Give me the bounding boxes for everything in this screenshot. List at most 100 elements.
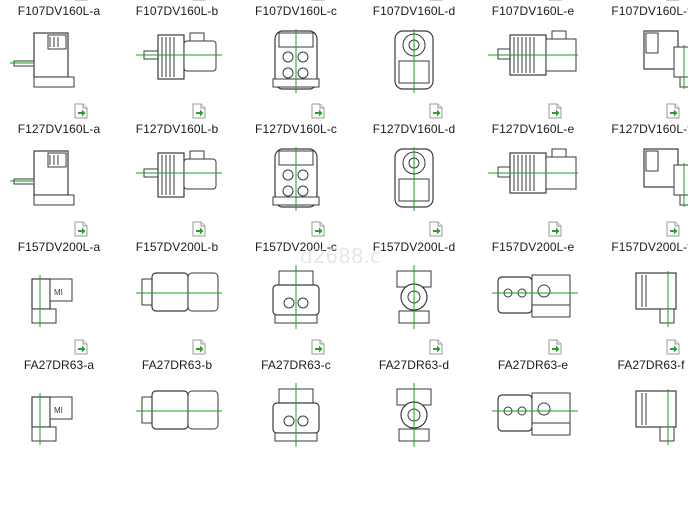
svg-text:MI: MI — [54, 288, 63, 297]
file-item[interactable]: FA27DR63-f — [592, 263, 688, 381]
file-item[interactable] — [592, 381, 688, 499]
cad-drawing-thumbnail[interactable] — [596, 145, 688, 217]
cad-drawing-thumbnail[interactable] — [359, 27, 469, 99]
shortcut-arrow-icon — [311, 103, 325, 119]
shortcut-arrow-icon — [74, 339, 88, 355]
shortcut-arrow-icon — [429, 339, 443, 355]
file-item[interactable]: F107DV160L-f — [592, 0, 688, 27]
file-name-label[interactable]: F157DV200L-a — [17, 240, 101, 254]
cad-drawing-thumbnail[interactable] — [241, 145, 351, 217]
file-item[interactable]: FA27DR63-c — [237, 263, 355, 381]
cad-drawing-thumbnail[interactable] — [359, 145, 469, 217]
shortcut-arrow-icon — [74, 103, 88, 119]
file-item[interactable] — [355, 381, 473, 499]
file-name-label[interactable]: FA27DR63-a — [23, 358, 95, 372]
cad-drawing-thumbnail[interactable] — [122, 263, 232, 335]
cad-drawing-thumbnail[interactable] — [122, 381, 232, 453]
cad-drawing-thumbnail[interactable] — [478, 381, 588, 453]
file-item[interactable]: MI — [0, 381, 118, 499]
file-item[interactable]: MI FA27DR63-a — [0, 263, 118, 381]
file-name-label[interactable]: F107DV160L-d — [372, 4, 456, 18]
file-item[interactable]: FA27DR63-d — [355, 263, 473, 381]
shortcut-arrow-icon — [311, 339, 325, 355]
file-item[interactable]: F157DV200L-a — [0, 145, 118, 263]
shortcut-arrow-icon — [666, 0, 680, 1]
cad-drawing-thumbnail[interactable] — [596, 263, 688, 335]
file-item[interactable]: F157DV200L-b — [118, 145, 236, 263]
file-item[interactable]: FA27DR63-e — [474, 263, 592, 381]
file-item[interactable]: F107DV160L-a — [0, 0, 118, 27]
shortcut-arrow-icon — [74, 0, 88, 1]
file-name-label[interactable]: F107DV160L-f — [611, 4, 688, 18]
cad-drawing-thumbnail[interactable] — [596, 27, 688, 99]
shortcut-arrow-icon — [548, 103, 562, 119]
file-name-label[interactable]: F127DV160L-a — [17, 122, 101, 136]
file-name-label[interactable]: F157DV200L-c — [255, 240, 337, 254]
file-name-label[interactable]: F107DV160L-b — [135, 4, 219, 18]
file-name-label[interactable]: F157DV200L-d — [372, 240, 456, 254]
file-name-label[interactable]: F107DV160L-c — [255, 4, 337, 18]
shortcut-arrow-icon — [548, 339, 562, 355]
file-item[interactable]: F157DV200L-e — [474, 145, 592, 263]
file-item[interactable]: F157DV200L-d — [355, 145, 473, 263]
cad-drawing-thumbnail[interactable] — [478, 27, 588, 99]
cad-drawing-thumbnail[interactable] — [241, 27, 351, 99]
cad-drawing-thumbnail[interactable] — [122, 145, 232, 217]
file-item[interactable]: F157DV200L-c — [237, 145, 355, 263]
shortcut-arrow-icon — [666, 339, 680, 355]
shortcut-arrow-icon — [666, 103, 680, 119]
shortcut-arrow-icon — [192, 0, 206, 1]
shortcut-arrow-icon — [429, 103, 443, 119]
cad-drawing-thumbnail[interactable] — [596, 381, 688, 453]
shortcut-arrow-icon — [192, 103, 206, 119]
file-name-label[interactable]: F127DV160L-f — [611, 122, 688, 136]
cad-drawing-thumbnail[interactable] — [359, 263, 469, 335]
file-name-label[interactable]: F127DV160L-b — [135, 122, 219, 136]
file-item[interactable]: F127DV160L-e — [474, 27, 592, 145]
shortcut-arrow-icon — [429, 0, 443, 1]
shortcut-arrow-icon — [548, 0, 562, 1]
file-name-label[interactable]: F157DV200L-f — [611, 240, 688, 254]
file-item[interactable]: F157DV200L-f — [592, 145, 688, 263]
file-name-label[interactable]: F157DV200L-b — [135, 240, 219, 254]
cad-drawing-thumbnail[interactable] — [359, 381, 469, 453]
file-name-label[interactable]: FA27DR63-c — [261, 358, 331, 372]
file-name-label[interactable]: F157DV200L-e — [491, 240, 575, 254]
file-item[interactable]: F107DV160L-e — [474, 0, 592, 27]
file-name-label[interactable]: F127DV160L-e — [491, 122, 575, 136]
cad-drawing-thumbnail[interactable] — [122, 27, 232, 99]
file-item[interactable]: F107DV160L-d — [355, 0, 473, 27]
cad-drawing-thumbnail[interactable] — [241, 263, 351, 335]
file-name-label[interactable]: F127DV160L-c — [255, 122, 337, 136]
file-name-label[interactable]: F107DV160L-e — [491, 4, 575, 18]
shortcut-arrow-icon — [548, 221, 562, 237]
file-item[interactable]: F127DV160L-d — [355, 27, 473, 145]
file-item[interactable]: F127DV160L-f — [592, 27, 688, 145]
file-item[interactable] — [474, 381, 592, 499]
file-name-label[interactable]: F107DV160L-a — [17, 4, 101, 18]
file-item[interactable]: F127DV160L-b — [118, 27, 236, 145]
cad-drawing-thumbnail[interactable] — [4, 145, 114, 217]
cad-drawing-thumbnail[interactable] — [4, 27, 114, 99]
file-item[interactable] — [237, 381, 355, 499]
file-item[interactable]: F107DV160L-c — [237, 0, 355, 27]
file-item[interactable]: F127DV160L-a — [0, 27, 118, 145]
file-item[interactable]: FA27DR63-b — [118, 263, 236, 381]
file-name-label[interactable]: FA27DR63-b — [141, 358, 213, 372]
shortcut-arrow-icon — [74, 221, 88, 237]
file-name-label[interactable]: FA27DR63-d — [378, 358, 450, 372]
cad-drawing-thumbnail[interactable]: MI — [4, 263, 114, 335]
cad-drawing-thumbnail[interactable] — [478, 263, 588, 335]
file-item[interactable]: F127DV160L-c — [237, 27, 355, 145]
cad-drawing-thumbnail[interactable] — [478, 145, 588, 217]
shortcut-arrow-icon — [311, 221, 325, 237]
file-item[interactable] — [118, 381, 236, 499]
file-name-label[interactable]: FA27DR63-f — [617, 358, 685, 372]
shortcut-arrow-icon — [192, 221, 206, 237]
file-name-label[interactable]: FA27DR63-e — [497, 358, 569, 372]
cad-drawing-thumbnail[interactable] — [241, 381, 351, 453]
cad-drawing-thumbnail[interactable]: MI — [4, 381, 114, 453]
file-name-label[interactable]: F127DV160L-d — [372, 122, 456, 136]
file-item[interactable]: F107DV160L-b — [118, 0, 236, 27]
